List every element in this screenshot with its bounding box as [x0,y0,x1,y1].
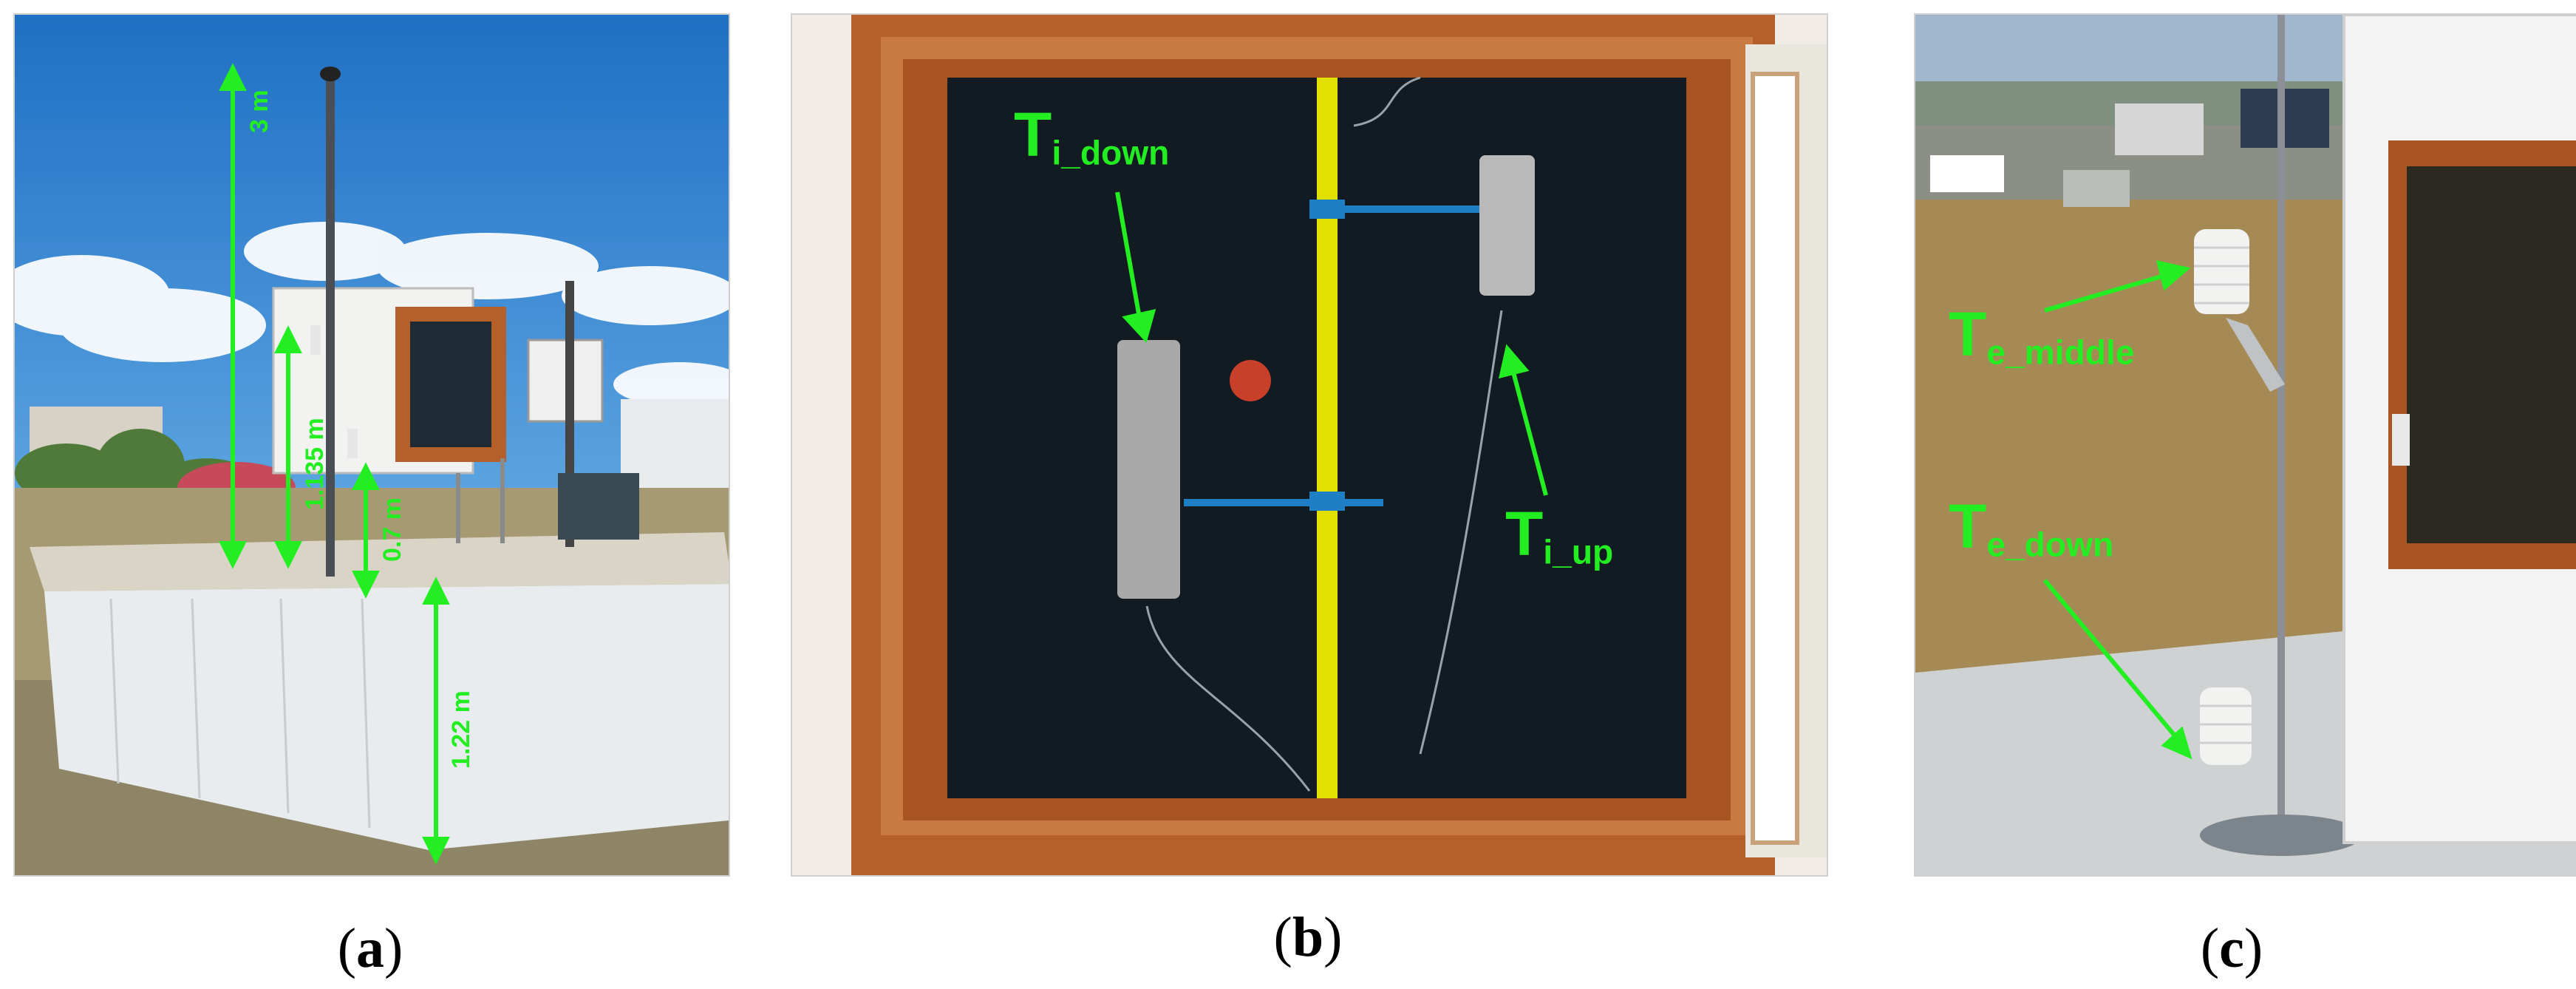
panel-a-photo: 3 m 1.135 m 0.7 m 1.22 m [13,13,730,877]
dim-label-122m: 1.22 m [447,690,475,769]
panel-a-scene [15,15,729,875]
label-te-down: Te_down [1949,492,2114,564]
dim-label-1135m: 1.135 m [301,418,329,510]
caption-b: (b) [1273,906,1343,968]
caption-c: (c) [2200,917,2263,979]
label-te-middle: Te_middle [1949,299,2135,372]
platform-side [44,584,729,850]
mast [326,74,335,577]
label-ti-up: Ti_up [1505,499,1614,571]
label-ti-down: Ti_down [1014,100,1170,172]
caption-a: (a) [337,917,403,979]
panel-b-scene [792,15,1827,875]
clouds [15,222,729,407]
panel-c-photo: Te_middle Te_down [1914,13,2576,877]
shelter-te-middle [2194,229,2285,392]
panel-b-photo: Ti_down Ti_up [791,13,1828,877]
shelter-te-down [2200,687,2252,765]
panel-c-arrows [2042,260,2192,760]
panel-b-arrows [1115,191,1548,496]
platform-top [30,532,729,591]
sensor-ti-up [1479,155,1535,296]
panel-c-scene [1915,15,2576,875]
dim-label-07m: 0.7 m [378,497,406,562]
sensor-ti-down [1117,340,1180,599]
sensor-mast [2277,15,2285,835]
yellow-pole [1317,78,1338,798]
dimension-arrows [219,63,450,865]
dim-label-3m: 3 m [245,89,273,133]
